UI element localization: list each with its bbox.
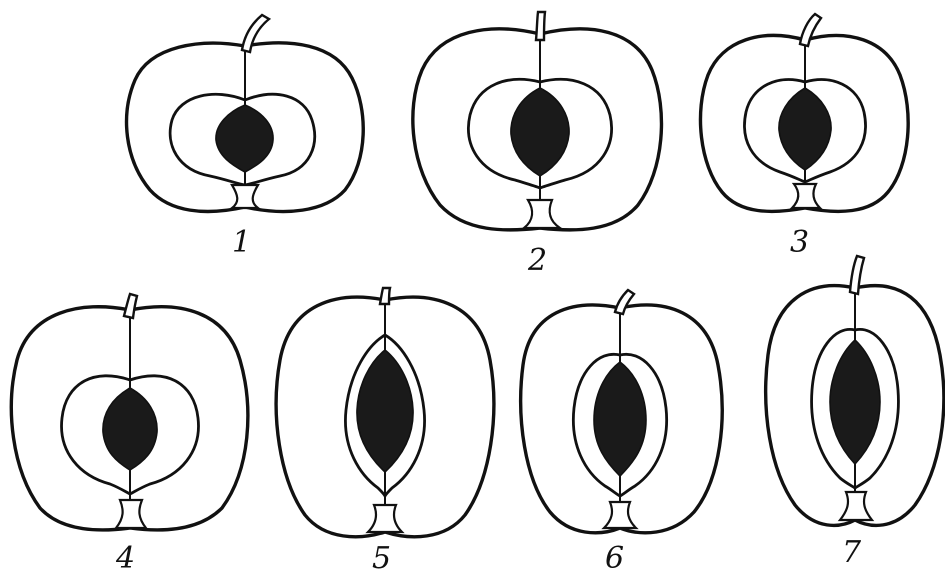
apple-section-5: 5 — [276, 288, 494, 573]
apple-section-1: 1 — [127, 15, 364, 260]
apple-section-4: 4 — [11, 294, 247, 573]
apple-section-6: 6 — [521, 290, 722, 573]
label-5: 5 — [372, 541, 391, 573]
apple-section-2: 2 — [413, 12, 662, 278]
label-4: 4 — [115, 541, 135, 573]
label-2: 2 — [527, 243, 547, 278]
label-3: 3 — [790, 225, 809, 260]
apple-section-3: 3 — [700, 14, 908, 260]
apple-section-7: 7 — [766, 256, 944, 570]
label-1: 1 — [232, 225, 251, 260]
label-6: 6 — [605, 541, 624, 573]
label-7: 7 — [842, 535, 862, 570]
